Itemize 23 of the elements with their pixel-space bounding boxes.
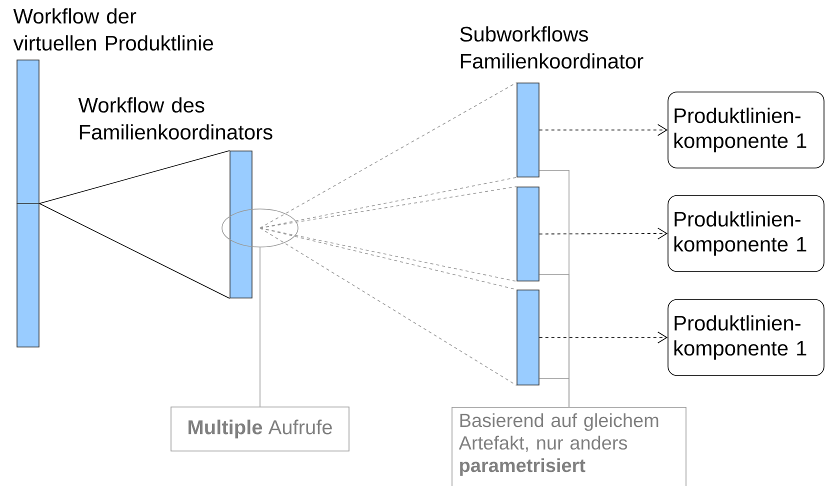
connector-line: [260, 186, 517, 228]
arrow: [539, 332, 668, 344]
arrow: [539, 228, 668, 240]
workflow-bar: [516, 290, 540, 386]
heading: Subworkflows Familienkoordinator: [460, 26, 644, 69]
note-box: Basierend auf gleichem Artefakt, nur anders parametrisiert: [452, 407, 686, 486]
connector-line: [260, 82, 517, 228]
note-box: Multiple Aufrufe: [170, 406, 350, 452]
workflow-bar: [516, 82, 540, 178]
connector-line: [39, 150, 230, 204]
connector-line: [260, 177, 517, 228]
node-label: Workflow der virtuellen Produktlinie: [13, 8, 213, 51]
workflow-bar: Workflow des Familienkoordinators: [78, 97, 272, 298]
component-box: Produktlinien- komponente 1: [668, 299, 824, 376]
highlight-ellipse: [222, 208, 298, 248]
workflow-bar: [516, 186, 540, 282]
node-label: Workflow des Familienkoordinators: [78, 97, 272, 140]
connector-line: [260, 228, 517, 386]
component-box: Produktlinien- komponente 1: [668, 195, 824, 272]
component-box: Produktlinien- komponente 1: [668, 92, 824, 168]
leader-line: [539, 378, 570, 408]
connector-line: [39, 203, 230, 299]
arrow: [539, 124, 668, 136]
